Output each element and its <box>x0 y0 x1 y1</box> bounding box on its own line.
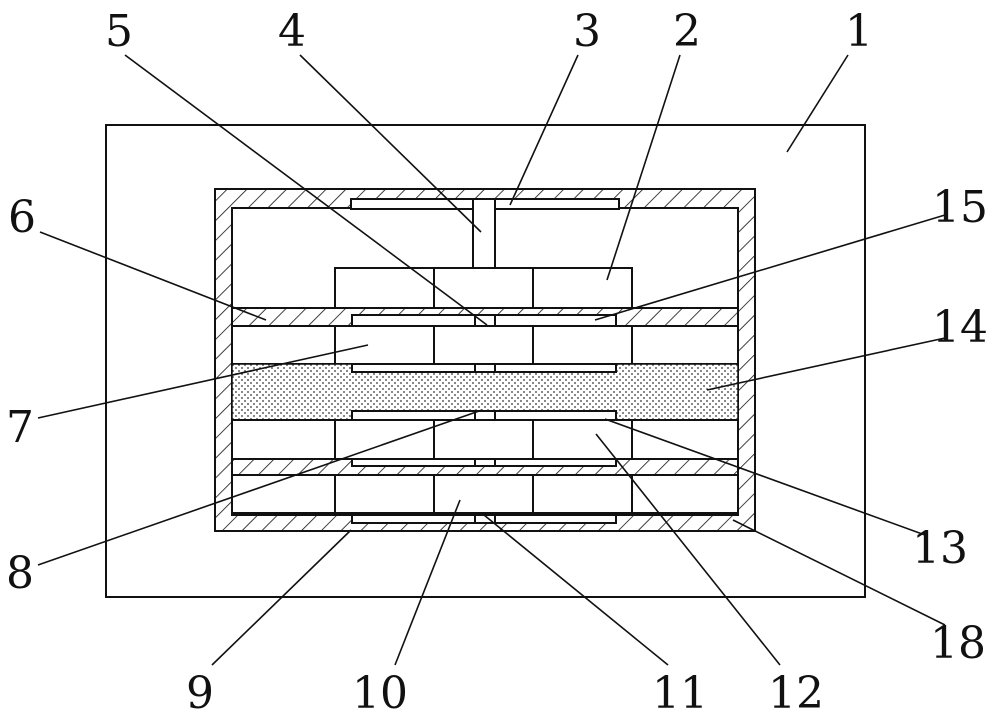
leader-lines <box>37 54 946 666</box>
middle-upper-row <box>231 325 739 365</box>
label-18: 18 <box>930 618 986 669</box>
label-6: 6 <box>8 192 36 243</box>
rod <box>472 198 496 269</box>
label-2: 2 <box>673 6 701 57</box>
lower-thin-plate <box>351 458 617 467</box>
label-11: 11 <box>652 668 708 719</box>
upper-block-row <box>334 267 633 309</box>
bottom-plate <box>351 514 617 524</box>
middle-lower-row <box>231 419 739 460</box>
label-5: 5 <box>105 6 133 57</box>
label-1: 1 <box>845 6 873 57</box>
label-15: 15 <box>932 182 988 233</box>
label-9: 9 <box>186 668 214 719</box>
label-4: 4 <box>278 6 306 57</box>
label-14: 14 <box>932 302 988 353</box>
label-7: 7 <box>6 402 34 453</box>
label-12: 12 <box>768 668 824 719</box>
label-10: 10 <box>352 668 408 719</box>
label-3: 3 <box>573 6 601 57</box>
upper-thin-plate <box>351 314 617 327</box>
label-8: 8 <box>6 548 34 599</box>
bottom-row <box>231 474 739 514</box>
label-13: 13 <box>912 523 968 574</box>
